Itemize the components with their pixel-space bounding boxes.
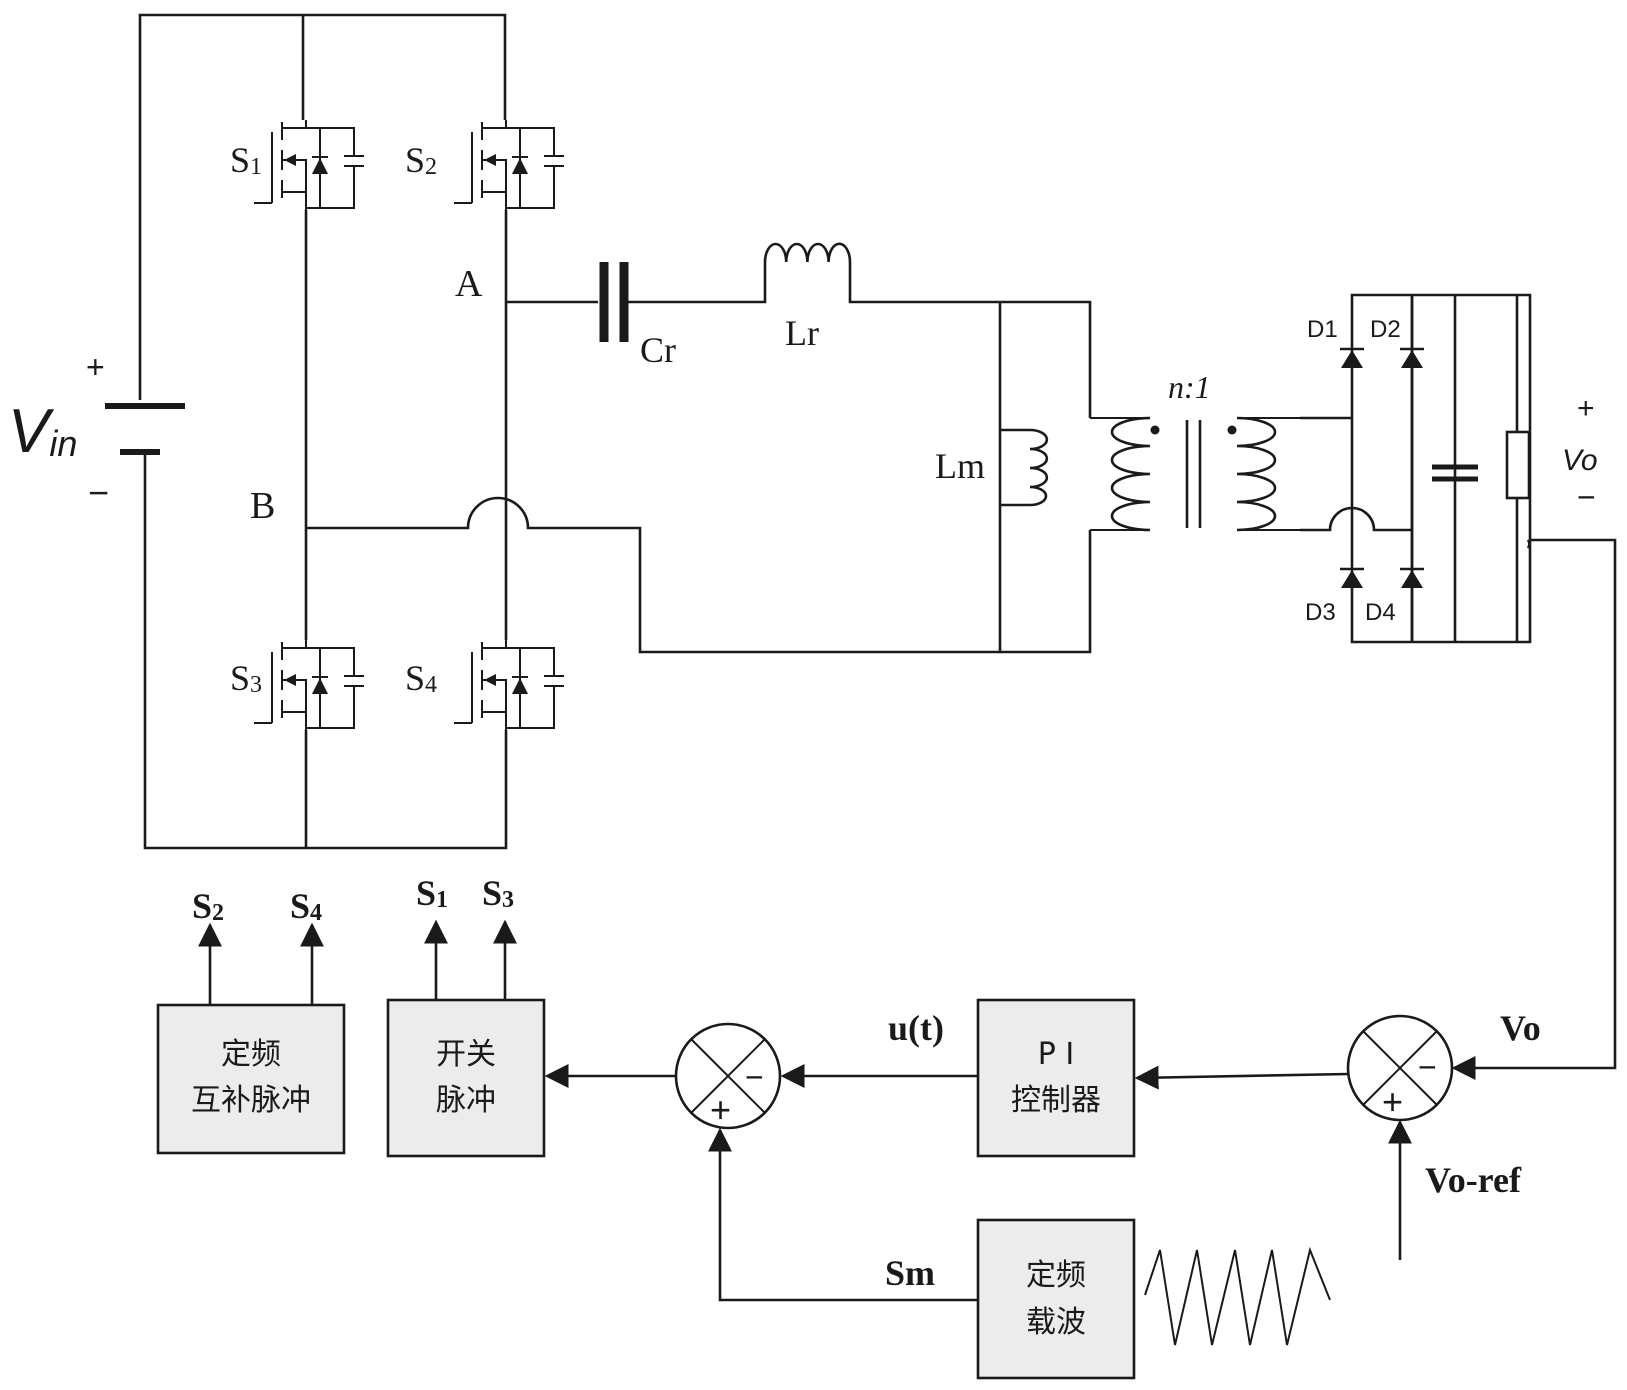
output-capacitor (1432, 464, 1478, 482)
switch-pulse-box (386, 998, 546, 1158)
diode-d2 (1400, 347, 1424, 368)
switch-pulse-line1: 开关 (436, 1037, 496, 1072)
complementary-pulse-box (156, 1003, 346, 1155)
capacitor-cr (599, 262, 629, 342)
vo-label: Vo (1562, 444, 1598, 477)
diode-label-d2: D2 (1370, 316, 1401, 343)
switch-label-s3: S3 (230, 658, 262, 698)
diode-d4 (1400, 567, 1424, 588)
load-resistor (1505, 430, 1531, 500)
sawtooth-waveform (1144, 1246, 1331, 1346)
pi-box-line2: 控制器 (1011, 1083, 1101, 1118)
vin-plus: + (86, 349, 105, 385)
comp-pulse-line1: 定频 (221, 1037, 281, 1072)
lr-label: Lr (785, 313, 819, 353)
mosfet-s4 (454, 640, 564, 730)
turns-ratio-label: n:1 (1168, 369, 1211, 405)
tank-wires (306, 262, 1092, 654)
vin-label: Vin (8, 397, 77, 466)
switch-pulse-line2: 脉冲 (436, 1083, 496, 1118)
diode-label-d1: D1 (1307, 316, 1338, 343)
pi-controller-box (976, 998, 1136, 1158)
node-b-label: B (250, 485, 275, 527)
sum2-plus: + (1382, 1081, 1403, 1122)
mosfet-s3 (254, 640, 364, 730)
rectifier-wires (1300, 293, 1617, 1070)
mosfet-s1 (254, 120, 364, 210)
cr-label: Cr (640, 330, 676, 370)
inductor-lr (763, 242, 852, 263)
inductor-lm (1029, 428, 1049, 507)
pulse-label-s4: S4 (290, 886, 322, 926)
node-a-label: A (455, 263, 483, 305)
vo-feedback-label: Vo (1500, 1008, 1541, 1048)
sum2-minus: − (1418, 1049, 1437, 1085)
vo-ref-label: Vo-ref (1425, 1160, 1522, 1200)
pulse-output-arrows (198, 919, 517, 1005)
switch-label-s2: S2 (405, 140, 437, 180)
vin-minus: − (88, 472, 109, 513)
vo-minus: − (1577, 479, 1596, 515)
pulse-label-s3: S3 (482, 873, 514, 913)
vo-plus: + (1577, 392, 1595, 425)
transformer (1090, 416, 1300, 532)
bridge-frame-wires (138, 13, 508, 850)
sm-label: Sm (885, 1253, 935, 1293)
sum2-to-pi-arrow (1134, 1065, 1349, 1090)
switch-label-s1: S1 (230, 140, 262, 180)
switch-label-s4: S4 (405, 658, 437, 698)
pulse-label-s1: S1 (416, 873, 448, 913)
carrier-to-sum1-arrow (708, 1127, 978, 1302)
carrier-line1: 定频 (1026, 1258, 1086, 1293)
diode-label-d3: D3 (1305, 599, 1336, 626)
pi-box-line1: P I (1038, 1037, 1074, 1072)
sum1-plus: + (710, 1089, 731, 1130)
lm-label: Lm (935, 446, 985, 486)
carrier-line2: 载波 (1026, 1305, 1086, 1340)
sum1-minus: − (745, 1059, 764, 1095)
carrier-box (976, 1218, 1136, 1380)
mosfet-s2 (454, 120, 564, 210)
diode-label-d4: D4 (1365, 599, 1396, 626)
comp-pulse-line2: 互补脉冲 (191, 1083, 311, 1118)
pulse-label-s2: S2 (192, 886, 224, 926)
battery-symbol (105, 403, 185, 455)
ut-label: u(t) (888, 1008, 944, 1048)
diode-d1 (1340, 347, 1364, 368)
diode-d3 (1340, 567, 1364, 588)
